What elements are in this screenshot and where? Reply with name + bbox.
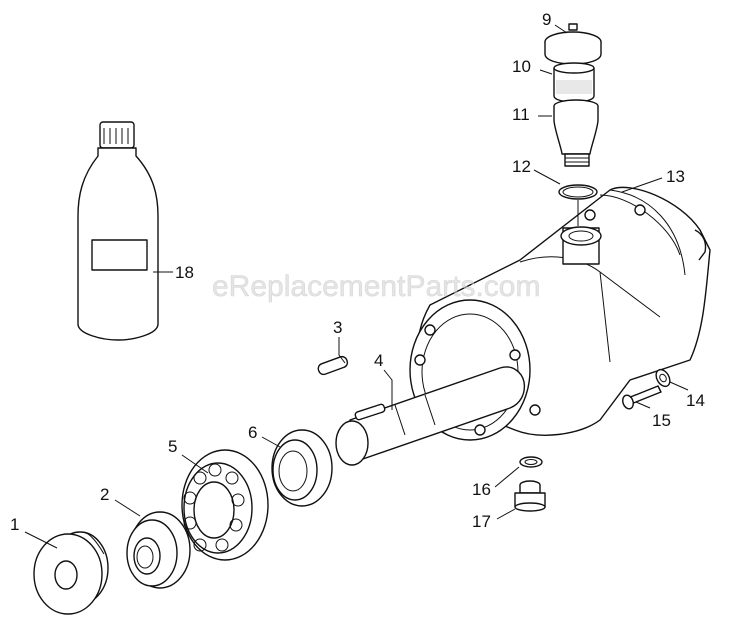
part-5-ball-bearing: [181, 449, 269, 561]
part-2-bearing-seat: [126, 511, 191, 589]
callout-16: 16: [472, 480, 491, 499]
part-6-shaft-seal: [271, 429, 333, 507]
callout-labels: 1 2 3 4 5 6 9 10 11 12 13 14 15 16 17 18: [10, 10, 705, 534]
watermark-text: eReplacementParts.com: [212, 270, 540, 303]
callout-15: 15: [652, 411, 671, 430]
part-18-oil-bottle: [77, 121, 159, 341]
part-4-drive-shaft: [335, 366, 526, 466]
callout-17: 17: [472, 512, 491, 531]
callout-5: 5: [168, 437, 177, 456]
callout-14: 14: [686, 391, 705, 410]
part-11-valve-body: [553, 99, 599, 167]
part-1-cover-cap: [33, 531, 109, 615]
part-14-washer: [655, 368, 671, 388]
callout-10: 10: [512, 57, 531, 76]
part-3-key: [317, 355, 349, 376]
callout-3: 3: [333, 318, 342, 337]
part-17-drain-plug: [514, 480, 546, 512]
part-16-seal-ring: [519, 456, 543, 468]
callout-4: 4: [374, 351, 383, 370]
part-15-screw: [622, 385, 662, 410]
callout-9: 9: [542, 10, 551, 29]
housing-inlet-port: [560, 226, 602, 265]
callout-6: 6: [248, 423, 257, 442]
callout-18: 18: [175, 263, 194, 282]
part-12-o-ring: [558, 184, 598, 200]
callout-1: 1: [10, 515, 19, 534]
leader-lines: [24, 24, 689, 549]
part-9-valve-cap: [544, 23, 602, 65]
callout-2: 2: [100, 485, 109, 504]
callout-11: 11: [512, 105, 530, 124]
callout-12: 12: [512, 157, 531, 176]
part-10-valve-sleeve: [553, 62, 595, 103]
callout-13: 13: [666, 167, 685, 186]
